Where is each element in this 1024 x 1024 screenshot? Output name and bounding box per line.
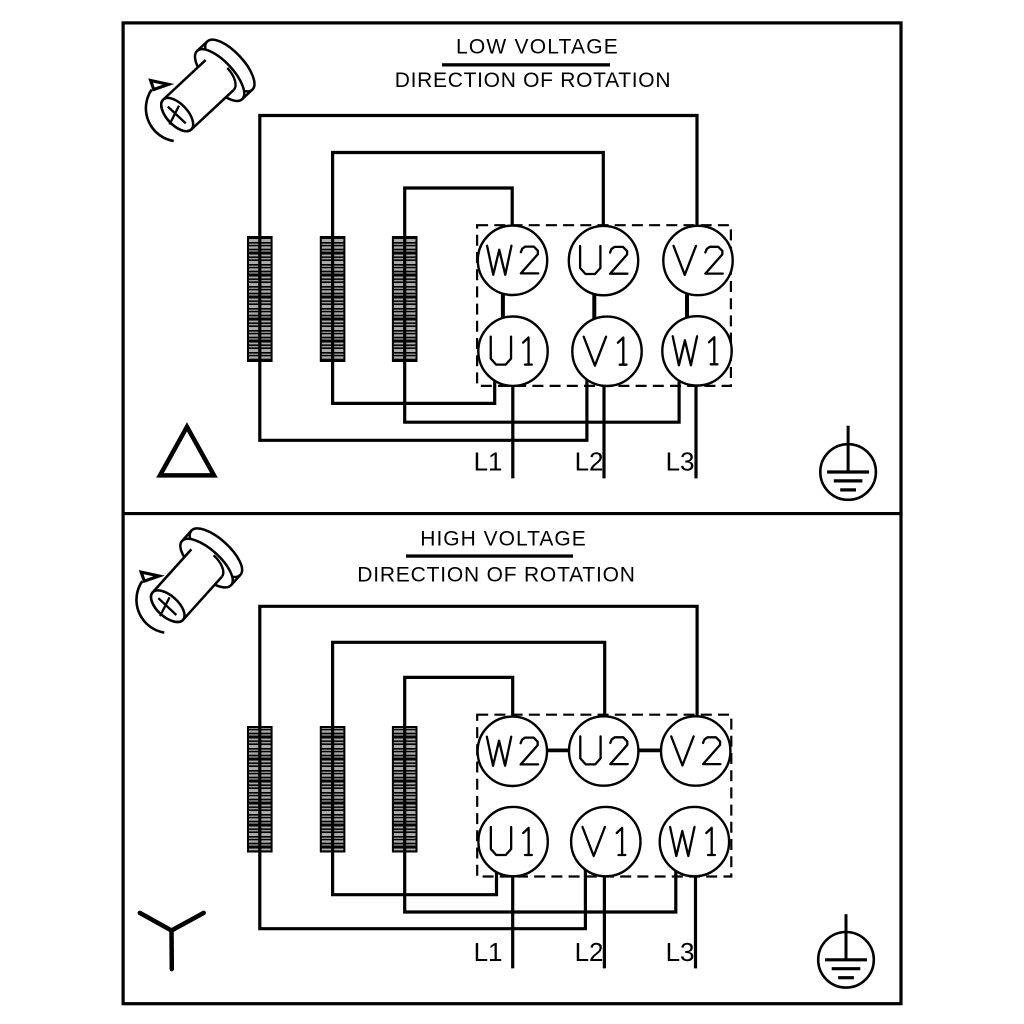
svg-text:L2: L2 xyxy=(575,447,604,477)
svg-text:L3: L3 xyxy=(666,937,695,967)
svg-text:L1: L1 xyxy=(474,937,503,967)
svg-text:L2: L2 xyxy=(575,937,604,967)
svg-text:DIRECTION OF ROTATION: DIRECTION OF ROTATION xyxy=(395,69,671,92)
svg-text:LOW VOLTAGE: LOW VOLTAGE xyxy=(456,36,619,59)
svg-text:L1: L1 xyxy=(474,447,503,477)
svg-text:HIGH VOLTAGE: HIGH VOLTAGE xyxy=(420,528,586,551)
svg-text:L3: L3 xyxy=(666,447,695,477)
svg-text:DIRECTION OF ROTATION: DIRECTION OF ROTATION xyxy=(357,564,636,587)
